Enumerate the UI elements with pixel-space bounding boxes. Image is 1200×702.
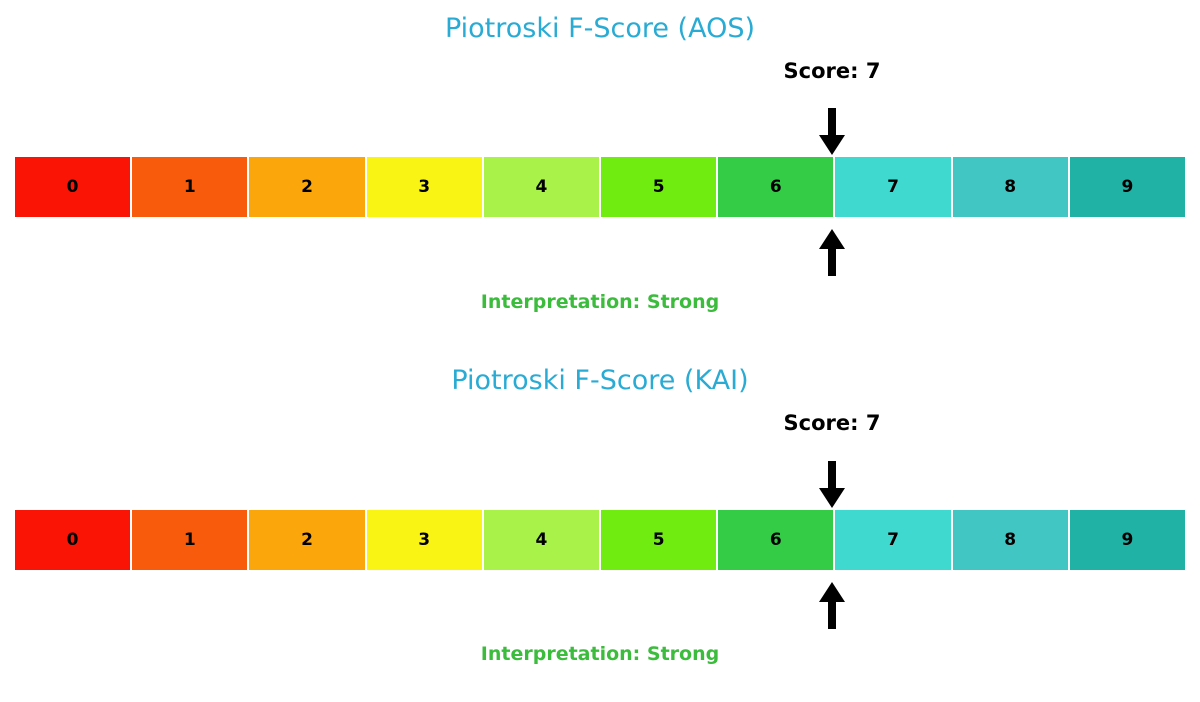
scale-segment-label: 5 <box>652 177 665 197</box>
scale-segment: 0 <box>15 510 131 570</box>
scale-segment: 2 <box>249 510 365 570</box>
scale-segment: 1 <box>132 510 248 570</box>
scale-segment-label: 3 <box>418 530 431 550</box>
scale-segment-label: 1 <box>183 177 196 197</box>
scale-segment: 1 <box>132 157 248 217</box>
scale-segment-label: 9 <box>1121 177 1134 197</box>
score-label-kai: Score: 7 <box>783 411 881 435</box>
scale-segment: 9 <box>1069 510 1186 570</box>
scale-segment: 3 <box>366 510 482 570</box>
scale-segment-label: 0 <box>66 530 79 550</box>
scale-segment-label: 2 <box>301 177 313 197</box>
scale-segment: 8 <box>952 510 1068 570</box>
scale-segment-label: 6 <box>769 530 782 550</box>
scale-segment-label: 7 <box>887 177 899 197</box>
scale-segment: 5 <box>601 157 717 217</box>
arrow-up-icon <box>815 228 849 276</box>
scale-segment-label: 0 <box>66 177 79 197</box>
scale-segment: 7 <box>835 157 951 217</box>
scale-segment: 0 <box>15 157 131 217</box>
scale-segment-label: 9 <box>1121 530 1134 550</box>
score-scale-bar-kai: 0 1 2 3 4 5 6 7 8 9 <box>15 510 1186 570</box>
scale-segment: 4 <box>483 510 600 570</box>
scale-segment: 9 <box>1069 157 1186 217</box>
scale-segment: 2 <box>249 157 365 217</box>
scale-segment: 5 <box>601 510 717 570</box>
scale-segment-label: 4 <box>535 177 548 197</box>
scale-segment-label: 2 <box>301 530 313 550</box>
scale-segment-label: 7 <box>887 530 899 550</box>
scale-segment: 7 <box>835 510 951 570</box>
score-scale-bar-aos: 0 1 2 3 4 5 6 7 8 9 <box>15 157 1186 217</box>
scale-segment: 4 <box>483 157 600 217</box>
fscore-panel-aos: Piotroski F-Score (AOS) Score: 7 0 1 2 3… <box>15 13 1186 313</box>
scale-segment: 6 <box>718 510 834 570</box>
arrow-up-icon <box>815 581 849 629</box>
scale-segment: 8 <box>952 157 1068 217</box>
chart-title-kai: Piotroski F-Score (KAI) <box>451 365 749 396</box>
chart-title-aos: Piotroski F-Score (AOS) <box>444 13 756 44</box>
scale-segment-label: 4 <box>535 530 548 550</box>
scale-segment-label: 1 <box>183 530 196 550</box>
scale-segment-label: 5 <box>652 530 665 550</box>
scale-segment-label: 8 <box>1004 530 1017 550</box>
scale-segment: 3 <box>366 157 482 217</box>
fscore-panel-kai: Piotroski F-Score (KAI) Score: 7 0 1 2 3… <box>0 351 1200 702</box>
scale-segment-label: 6 <box>769 177 782 197</box>
score-label-aos: Score: 7 <box>783 59 881 83</box>
arrow-down-icon <box>815 461 849 509</box>
scale-segment-label: 3 <box>418 177 431 197</box>
interpretation-text-kai: Interpretation: Strong <box>480 643 720 665</box>
scale-segment-label: 8 <box>1004 177 1017 197</box>
scale-segment: 6 <box>718 157 834 217</box>
arrow-down-icon <box>815 108 849 156</box>
interpretation-text-aos: Interpretation: Strong <box>480 291 720 313</box>
